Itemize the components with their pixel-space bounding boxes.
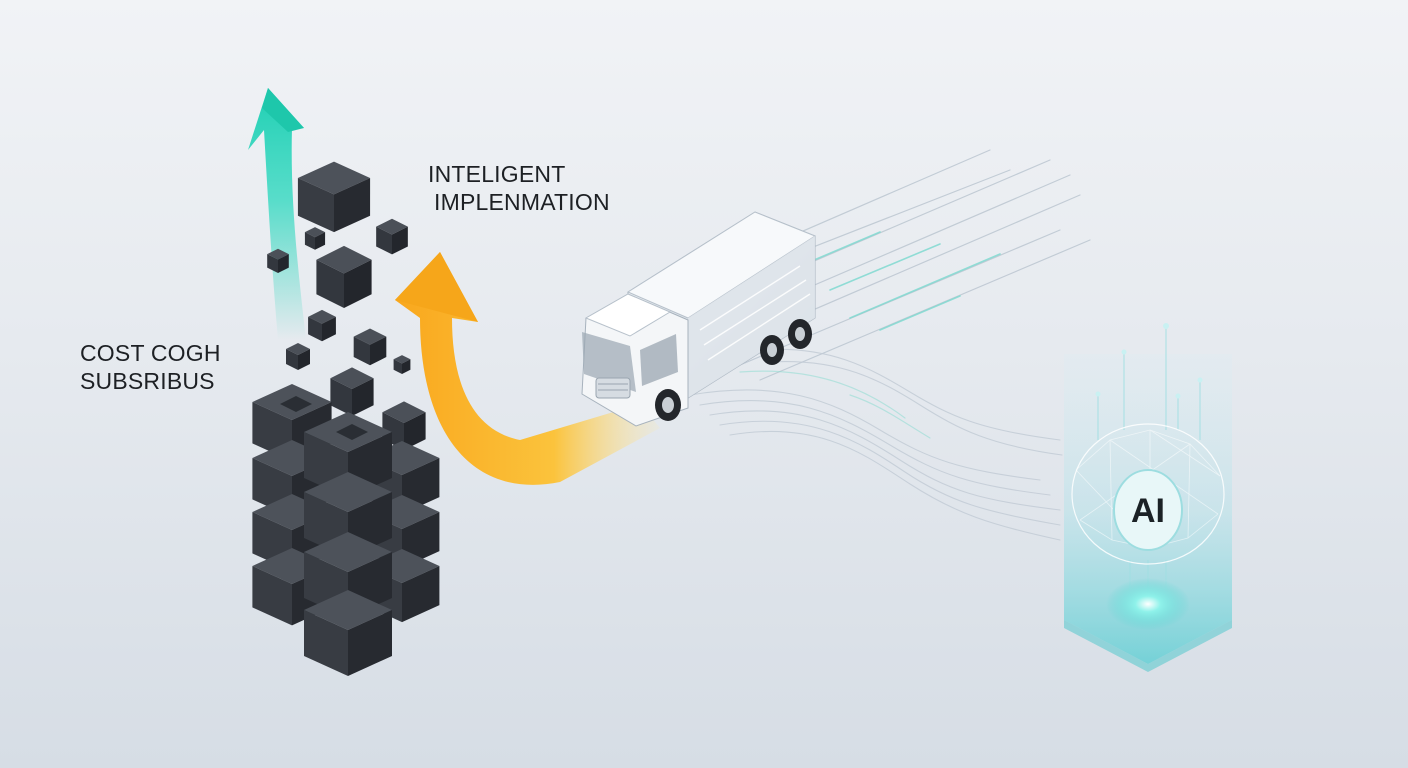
intelligent-label-line2: IMPLENMATION (434, 189, 610, 215)
intelligent-label-line1: INTELIGENT (428, 161, 566, 187)
yellow-curved-arrow-icon (395, 252, 660, 485)
teal-up-arrow-icon (248, 88, 306, 340)
cost-label-line2: SUBSRIBUS (80, 368, 215, 394)
intelligent-label: INTELIGENT IMPLENMATION (428, 160, 610, 216)
cube-stack-icon (252, 384, 440, 676)
ai-badge-text: AI (1131, 492, 1165, 530)
truck-icon (581, 211, 817, 427)
cost-label-line1: COST COGH (80, 340, 221, 366)
ai-brain-chip-icon: AI (1064, 323, 1232, 672)
speed-trails (689, 149, 1091, 541)
cost-label: COST COGH SUBSRIBUS (80, 339, 221, 395)
